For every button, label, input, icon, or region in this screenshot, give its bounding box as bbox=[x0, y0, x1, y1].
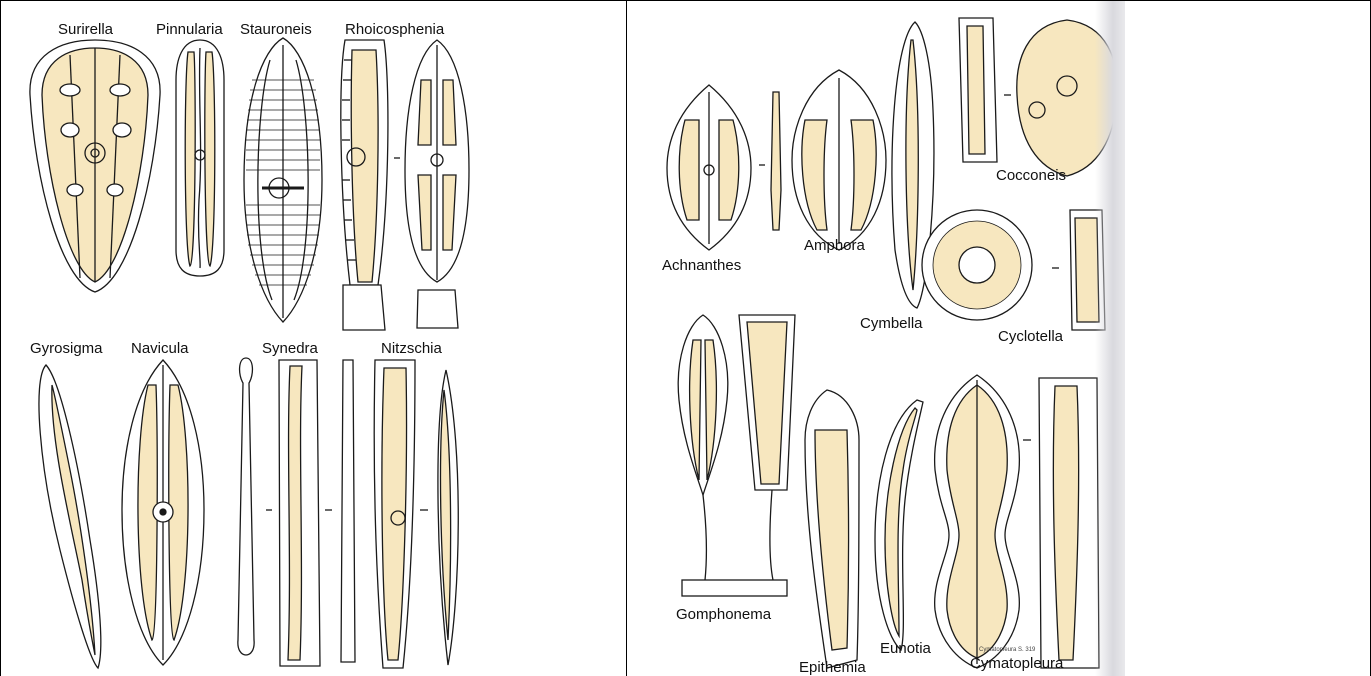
label-cymbella: Cymbella bbox=[860, 315, 923, 332]
column-divider bbox=[626, 0, 627, 676]
label-nitzschia: Nitzschia bbox=[381, 340, 442, 357]
fine-print-caption: Cymatopleura S. 319 bbox=[979, 647, 1035, 653]
label-cocconeis: Cocconeis bbox=[996, 167, 1066, 184]
label-gyrosigma: Gyrosigma bbox=[30, 340, 103, 357]
nitzschia-drawings bbox=[374, 360, 458, 668]
label-eunotia: Eunotia bbox=[880, 640, 931, 657]
left-panel-drawings bbox=[0, 0, 626, 676]
label-rhoicosphenia: Rhoicosphenia bbox=[345, 21, 444, 38]
label-surirella: Surirella bbox=[58, 21, 113, 38]
amphora-drawing bbox=[792, 70, 886, 250]
gyrosigma-drawing bbox=[39, 365, 101, 668]
rhoicosphenia-valve-drawing bbox=[405, 40, 469, 328]
cocconeis-drawing bbox=[959, 18, 1117, 176]
eunotia-drawing bbox=[875, 400, 923, 650]
label-pinnularia: Pinnularia bbox=[156, 21, 223, 38]
rhoicosphenia-girdle-drawing bbox=[341, 40, 388, 330]
label-achnanthes: Achnanthes bbox=[662, 257, 741, 274]
stauroneis-drawing bbox=[244, 38, 322, 322]
label-amphora: Amphora bbox=[804, 237, 865, 254]
label-gomphonema: Gomphonema bbox=[676, 606, 771, 623]
left-panel: Surirella Pinnularia Stauroneis Rhoicosp… bbox=[0, 0, 626, 676]
label-cymatopleura: Cymatopleura bbox=[970, 655, 1063, 672]
label-stauroneis: Stauroneis bbox=[240, 21, 312, 38]
page-edge-shadow bbox=[1095, 0, 1125, 676]
label-synedra: Synedra bbox=[262, 340, 318, 357]
label-navicula: Navicula bbox=[131, 340, 189, 357]
pinnularia-drawing bbox=[176, 40, 224, 276]
border-top bbox=[0, 0, 1371, 1]
border-left bbox=[0, 0, 1, 676]
navicula-drawing bbox=[122, 360, 204, 665]
synedra-drawings bbox=[238, 358, 355, 666]
cyclotella-drawing bbox=[922, 210, 1105, 330]
achnanthes-drawing bbox=[667, 85, 781, 250]
epithemia-drawing bbox=[805, 390, 859, 668]
right-panel: Achnanthes Amphora Cymbella Cocconeis Cy… bbox=[627, 0, 1371, 676]
label-epithemia: Epithemia bbox=[799, 659, 866, 676]
label-cyclotella: Cyclotella bbox=[998, 328, 1063, 345]
cymatopleura-drawing bbox=[935, 375, 1099, 668]
gomphonema-drawing bbox=[678, 315, 795, 596]
surirella-drawing bbox=[30, 40, 160, 292]
